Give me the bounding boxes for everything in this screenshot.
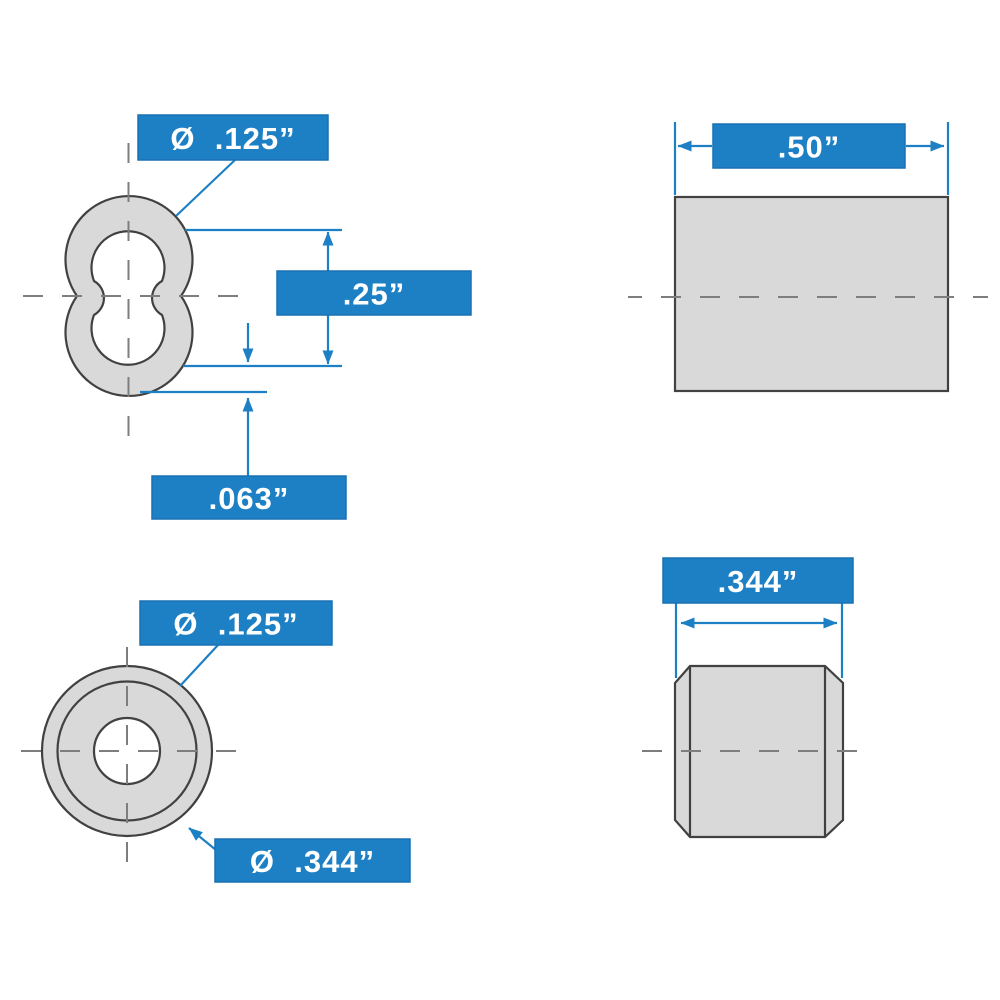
label-box xyxy=(662,557,854,604)
label-text: Ø .344” xyxy=(250,844,375,879)
label-text: Ø .125” xyxy=(173,607,298,642)
label-box xyxy=(712,123,906,169)
label-text: .25” xyxy=(343,277,406,312)
label-box xyxy=(151,475,347,520)
view-round-stop-side: .344” xyxy=(628,557,872,839)
dim-label-stop-width: .344” xyxy=(662,557,854,604)
label-text: Ø .125” xyxy=(170,121,295,156)
leader-line-hole-diameter xyxy=(179,644,219,687)
dim-label-outer-diameter: Ø .344” xyxy=(214,838,411,883)
dim-label-opening-height: .25” xyxy=(276,270,472,316)
view-round-stop-front: Ø .125” Ø .344” xyxy=(12,600,411,883)
label-box xyxy=(137,114,329,161)
label-text: .063” xyxy=(209,481,290,516)
label-box xyxy=(139,600,333,646)
label-box xyxy=(214,838,411,883)
dim-label-wall-thickness: .063” xyxy=(151,475,347,520)
label-text: .50” xyxy=(778,130,841,165)
oval-sleeve-side-profile xyxy=(673,195,950,393)
leader-arrow-outer-diameter xyxy=(188,827,217,851)
view-oval-sleeve-front: Ø .125” .25” .063” xyxy=(14,114,472,520)
view-oval-sleeve-side: .50” xyxy=(628,122,988,393)
label-text: .344” xyxy=(718,564,799,599)
label-box xyxy=(276,270,472,316)
dim-label-hole-diameter: Ø .125” xyxy=(137,114,329,161)
dim-label-sleeve-length: .50” xyxy=(712,123,906,169)
leader-line-hole-diameter xyxy=(175,159,236,217)
dim-label-hole-diameter: Ø .125” xyxy=(139,600,333,646)
